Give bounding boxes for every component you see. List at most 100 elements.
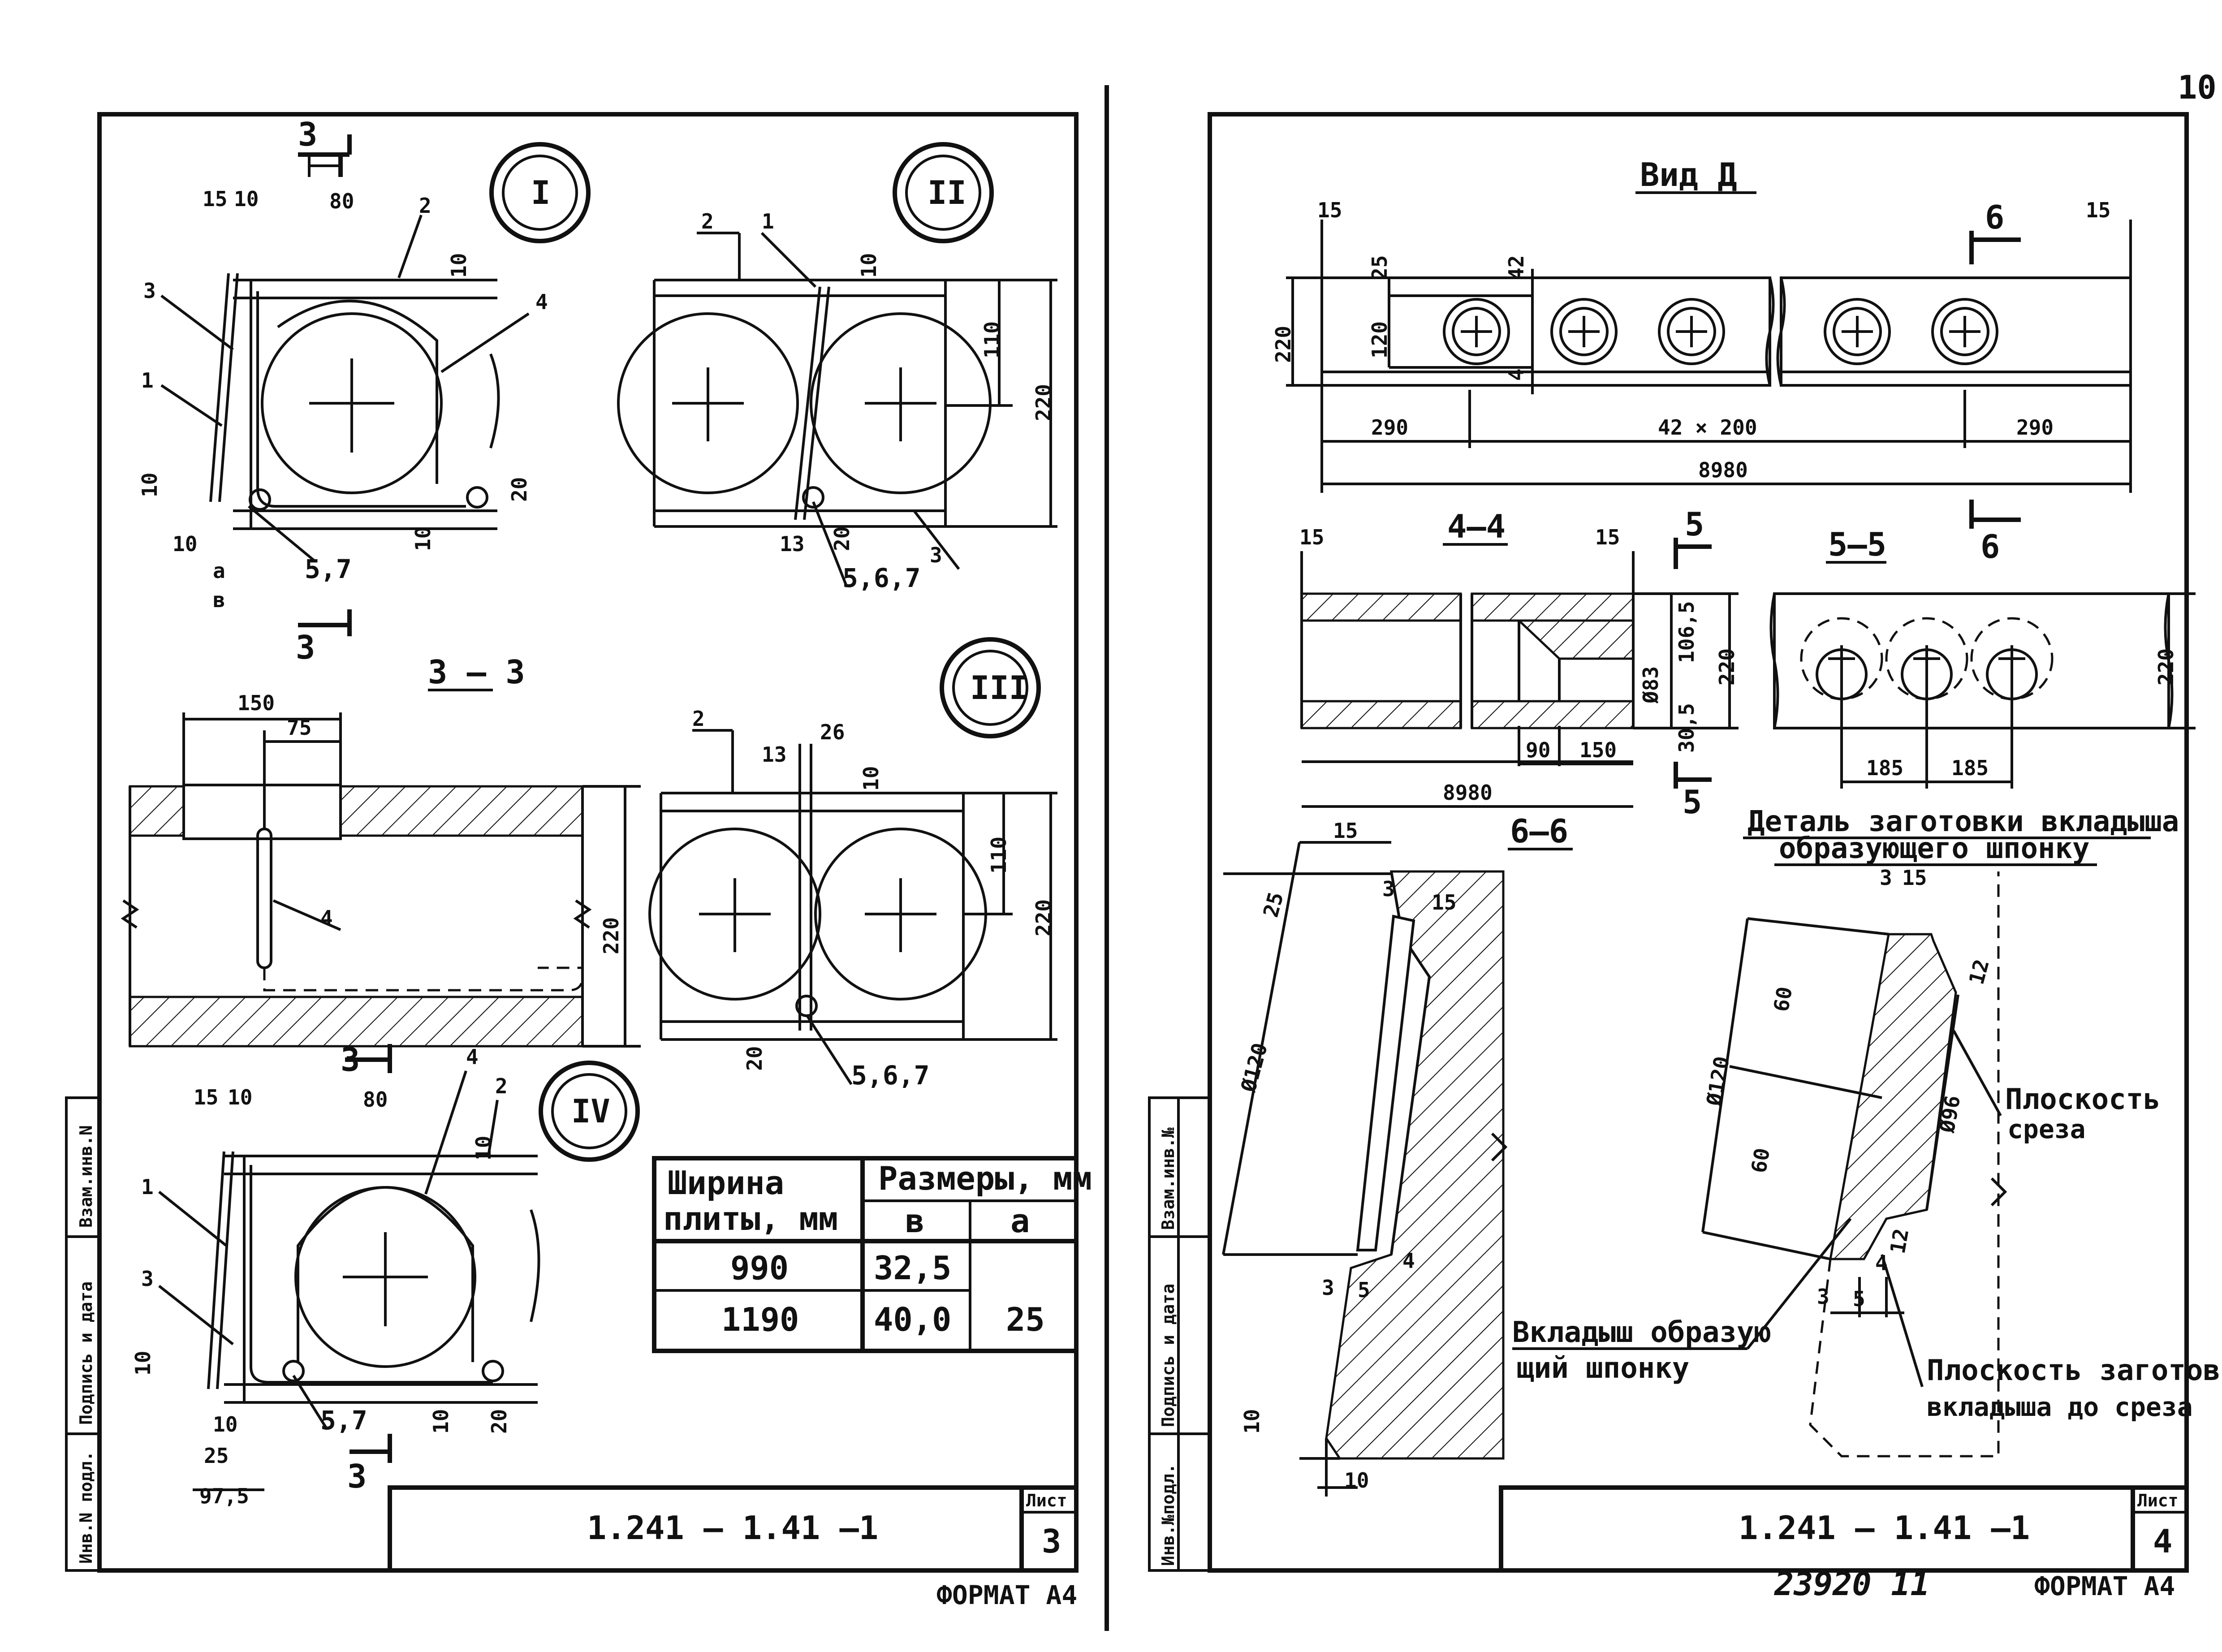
viewD-dim-290b: 290 <box>2016 415 2054 440</box>
blank-dim-15: 15 <box>1902 866 1927 890</box>
right-drawing-code: 1.241 – 1.41 –1 <box>1739 1509 2030 1547</box>
table-row2-width: 1190 <box>721 1301 799 1338</box>
44-dim-90: 90 <box>1526 738 1550 762</box>
I-dim-10e: 10 <box>411 526 435 551</box>
left-format: ФОРМАТ А4 <box>936 1580 1077 1610</box>
II-dim-110: 110 <box>980 321 1004 358</box>
II-label-3: 3 <box>930 543 942 567</box>
right-stamp-sign: Подпись и дата <box>1158 1284 1178 1427</box>
44-dim-15a: 15 <box>1299 525 1324 549</box>
66-dim-10b: 10 <box>1344 1468 1369 1492</box>
I-dim-15: 15 <box>203 187 227 211</box>
left-stamp-inv: Инв.N подл. <box>76 1451 96 1564</box>
left-side-stamp <box>65 1096 101 1572</box>
view-D-title: Вид Д <box>1640 156 1737 194</box>
66-dim-4: 4 <box>1402 1249 1415 1273</box>
right-stamp-inv: Инв.№подл. <box>1158 1463 1178 1566</box>
blank-dim-12a: 12 <box>1964 957 1993 987</box>
section-4-4: 4–4 15 15 5 <box>1299 505 1739 821</box>
IV-dim-10c: 10 <box>131 1351 155 1376</box>
table-a-value: 25 <box>1006 1301 1045 1338</box>
right-handwritten-note: 23920 11 <box>1773 1565 1930 1603</box>
viewD-dim-290a: 290 <box>1371 415 1408 440</box>
IV-dim-10a: 10 <box>228 1085 252 1109</box>
55-dim-220: 220 <box>2154 648 2178 686</box>
table-sub-b: в <box>905 1202 924 1240</box>
IV-label-3: 3 <box>141 1267 154 1291</box>
III-dim-26: 26 <box>820 720 845 744</box>
IV-dim-10e: 10 <box>429 1409 453 1434</box>
detail-blank: 3 15 12 60 60 Ø120 Ø96 4 12 3 5 <box>1701 866 2007 1458</box>
44-dim-1065: 106,5 <box>1674 601 1699 663</box>
section-33-title: 3 – 3 <box>428 653 525 691</box>
IV-label-4: 4 <box>466 1045 479 1069</box>
II-dim-220: 220 <box>1031 384 1056 421</box>
III-dim-110: 110 <box>987 837 1011 874</box>
IV-label-2: 2 <box>495 1074 508 1098</box>
detail-title-1: Деталь заготовки вкладыша <box>1747 805 2179 838</box>
III-dim-220: 220 <box>1031 899 1056 936</box>
callout-IV: IV <box>571 1092 610 1130</box>
33-dim-220: 220 <box>599 917 623 954</box>
table-header-width-2: плиты, мм <box>663 1200 838 1238</box>
viewD-section-6-top: 6 <box>1985 198 2004 236</box>
table-header-sizes: Размеры, мм <box>878 1160 1092 1197</box>
viewD-dim-42x200: 42 × 200 <box>1658 415 1757 440</box>
IV-label-1: 1 <box>141 1175 154 1199</box>
55-dim-185a: 185 <box>1866 756 1903 780</box>
detail-IV: IV 15 10 80 4 2 10 1 3 10 10 <box>131 1041 640 1508</box>
label-blank-2: вкладыша до среза <box>1927 1392 2193 1422</box>
44-dim-305: 30,5 <box>1674 703 1699 753</box>
II-label-1: 1 <box>762 209 774 233</box>
66-dim-15b: 15 <box>1432 890 1456 914</box>
44-dim-220: 220 <box>1715 648 1739 686</box>
I-label-1: 1 <box>141 368 154 393</box>
detail-III: III 2 13 26 10 110 220 <box>648 637 1057 1091</box>
callout-IV-circle <box>539 1061 640 1162</box>
I-dim-a: a <box>213 559 225 583</box>
I-dim-10c: 10 <box>138 473 162 497</box>
right-sheet-label: Лист <box>2137 1491 2179 1510</box>
right-sheet-number: 4 <box>2153 1523 2172 1560</box>
label-cut-1: Плоскость <box>2005 1083 2161 1116</box>
44-dim-d83: Ø83 <box>1639 666 1663 704</box>
66-dim-25: 25 <box>1258 889 1288 919</box>
label-cut-2: среза <box>2007 1114 2086 1144</box>
66-dim-d120: Ø120 <box>1236 1040 1272 1095</box>
II-dim-20: 20 <box>830 526 854 551</box>
label-insert-1: Вкладыш образую <box>1512 1316 1771 1349</box>
I-section-3-bot: 3 <box>296 629 315 666</box>
leader-labels: Вкладыш образую щий шпонку Плоскость сре… <box>1512 1030 2222 1422</box>
label-insert-2: щий шпонку <box>1517 1352 1689 1385</box>
I-section-3-top: 3 <box>298 116 317 153</box>
I-dim-80: 80 <box>329 189 354 213</box>
callout-II: II <box>928 174 966 211</box>
44-dim-15b: 15 <box>1595 525 1620 549</box>
IV-label-57: 5,7 <box>320 1405 367 1436</box>
IV-dim-80: 80 <box>363 1087 388 1112</box>
callout-III-circle <box>940 637 1041 738</box>
blank-dim-3: 3 <box>1880 866 1892 890</box>
33-dim-75: 75 <box>287 716 311 740</box>
callout-I: I <box>531 174 550 211</box>
viewD-dim-8980: 8980 <box>1698 458 1748 482</box>
blank-dim-60b: 60 <box>1747 1146 1775 1175</box>
III-label-2: 2 <box>692 707 705 731</box>
view-D: Вид Д <box>1271 156 2132 565</box>
viewD-dim-25: 25 <box>1368 255 1392 280</box>
66-dim-10a: 10 <box>1240 1409 1264 1434</box>
left-sheet-label: Лист <box>1026 1491 1067 1510</box>
right-sheet: Инв.№подл. Подпись и дата Взам.инв.№ 1.2… <box>1148 112 2222 1603</box>
left-stamp-sign: Подпись и дата <box>76 1281 96 1425</box>
left-sheet: Инв.N подл. Подпись и дата Взам.инв.N 1.… <box>65 112 1092 1610</box>
callout-III: III <box>970 669 1028 707</box>
section-6-6: 6–6 15 25 3 15 Ø120 4 3 5 10 10 <box>1222 812 1573 1497</box>
table-sub-a: а <box>1010 1202 1030 1240</box>
detail-I: I 15 10 80 10 2 3 4 1 <box>138 116 591 666</box>
IV-dim-10d: 10 <box>213 1412 237 1436</box>
left-drawing-code: 1.241 – 1.41 –1 <box>587 1509 878 1547</box>
right-stamp-replace: Взам.инв.№ <box>1158 1127 1178 1230</box>
right-format: ФОРМАТ А4 <box>2034 1571 2175 1601</box>
section-5-5: 5–5 185 185 220 <box>1769 526 2196 789</box>
